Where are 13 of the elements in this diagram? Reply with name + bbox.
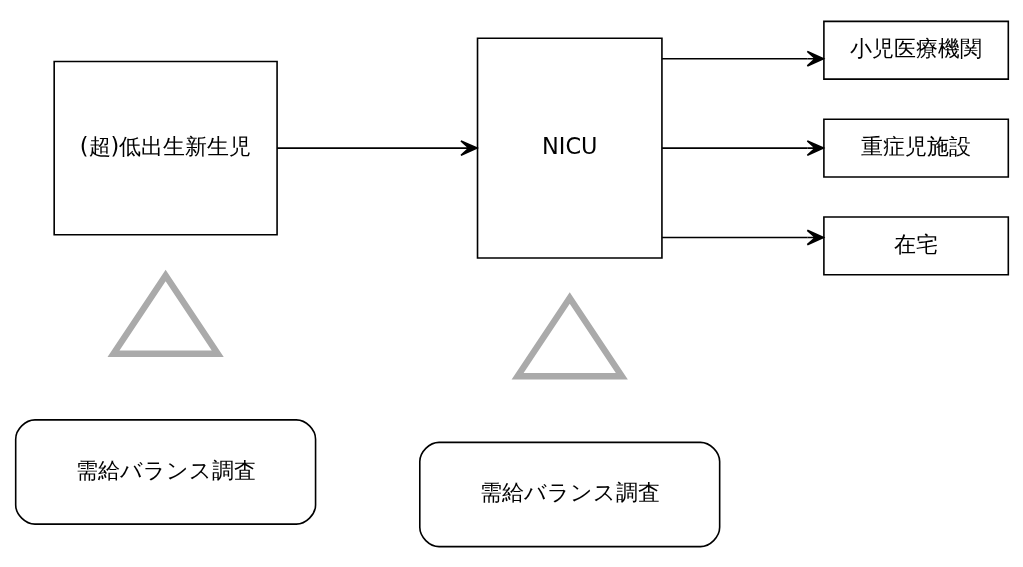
node-triangle bbox=[107, 269, 224, 357]
arrow bbox=[275, 139, 478, 156]
node-box: 需給バランス調査 bbox=[14, 418, 316, 525]
node-box: 需給バランス調査 bbox=[418, 441, 720, 547]
node-box: 小児医療機関 bbox=[822, 20, 1009, 80]
node-box: 重症児施設 bbox=[822, 117, 1009, 178]
arrow bbox=[660, 229, 824, 245]
node-box: (超)低出生新生児 bbox=[52, 60, 278, 235]
node-triangle bbox=[511, 291, 628, 379]
arrow bbox=[660, 50, 824, 67]
arrow bbox=[660, 139, 824, 156]
node-box: 在宅 bbox=[822, 215, 1009, 276]
node-box: NICU bbox=[476, 36, 663, 259]
